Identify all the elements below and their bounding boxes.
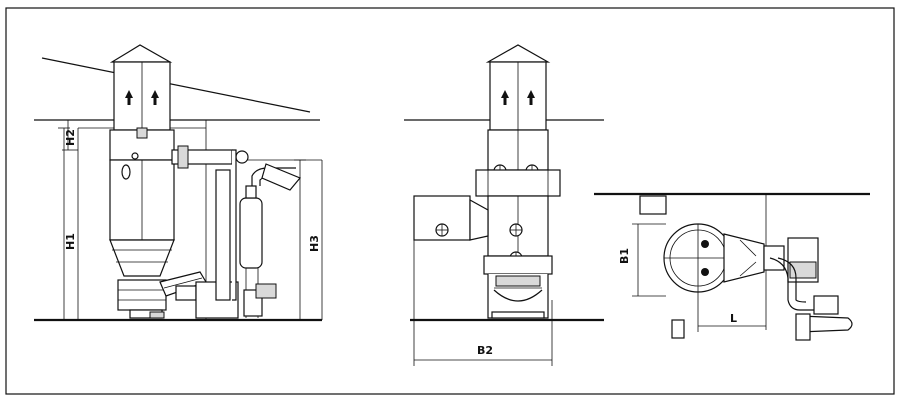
airflow-up-arrow	[125, 90, 133, 105]
h1-label: H1	[64, 233, 77, 250]
exhaust-fan	[239, 197, 263, 269]
l-label: L	[730, 312, 737, 325]
drawing-border	[5, 7, 895, 395]
fan-motor	[255, 283, 277, 299]
product-container	[109, 239, 175, 277]
h2-label: H2	[64, 129, 77, 146]
roof-line	[41, 57, 311, 113]
front-elevation-view: H2 H1 H3	[34, 44, 323, 322]
plan-view: B1 L	[594, 192, 870, 341]
stack-cap	[109, 44, 173, 63]
airflow-up-arrow	[527, 90, 535, 105]
b1-label: B1	[618, 248, 631, 264]
h3-label: H3	[308, 235, 321, 252]
motor-plan	[813, 295, 839, 315]
b2-label: B2	[477, 344, 493, 357]
airflow-up-arrow	[151, 90, 159, 105]
airflow-up-arrow	[501, 90, 509, 105]
stack-cap	[485, 44, 551, 63]
side-elevation-view: B2	[404, 44, 604, 366]
air-handling-base	[117, 279, 167, 311]
wall-column	[639, 195, 667, 215]
column-marker	[671, 319, 685, 339]
